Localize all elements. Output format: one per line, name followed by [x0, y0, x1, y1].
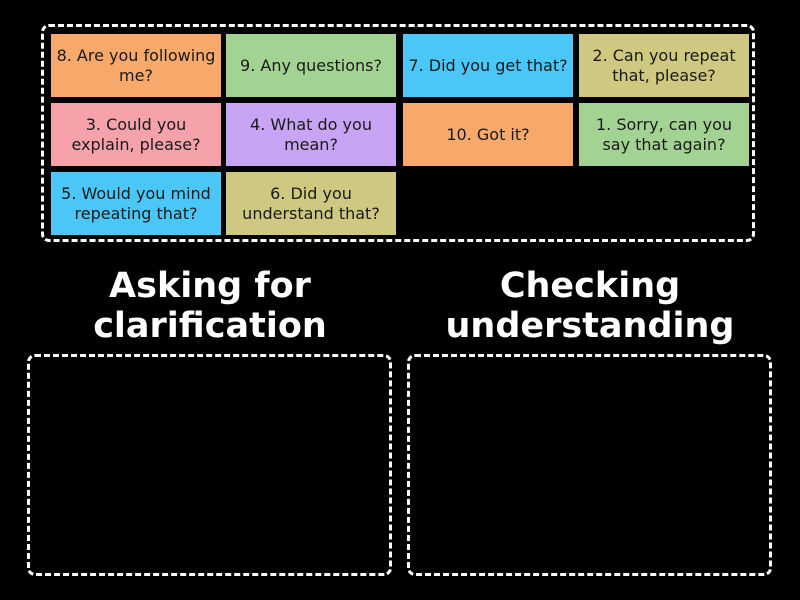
drop-zone-clarification[interactable]	[27, 354, 392, 576]
card-3[interactable]: 3. Could you explain, please?	[51, 103, 221, 166]
card-pool	[41, 24, 755, 242]
card-2[interactable]: 2. Can you repeat that, please?	[579, 34, 749, 97]
card-7[interactable]: 7. Did you get that?	[403, 34, 573, 97]
card-10[interactable]: 10. Got it?	[403, 103, 573, 166]
card-9[interactable]: 9. Any questions?	[226, 34, 396, 97]
card-4[interactable]: 4. What do you mean?	[226, 103, 396, 166]
card-6[interactable]: 6. Did you understand that?	[226, 172, 396, 235]
card-1[interactable]: 1. Sorry, can you say that again?	[579, 103, 749, 166]
category-heading-checking: Checking understanding	[445, 266, 735, 346]
card-5[interactable]: 5. Would you mind repeating that?	[51, 172, 221, 235]
card-8[interactable]: 8. Are you following me?	[51, 34, 221, 97]
category-heading-clarification: Asking for clarification	[93, 266, 327, 346]
drop-zone-checking[interactable]	[407, 354, 772, 576]
